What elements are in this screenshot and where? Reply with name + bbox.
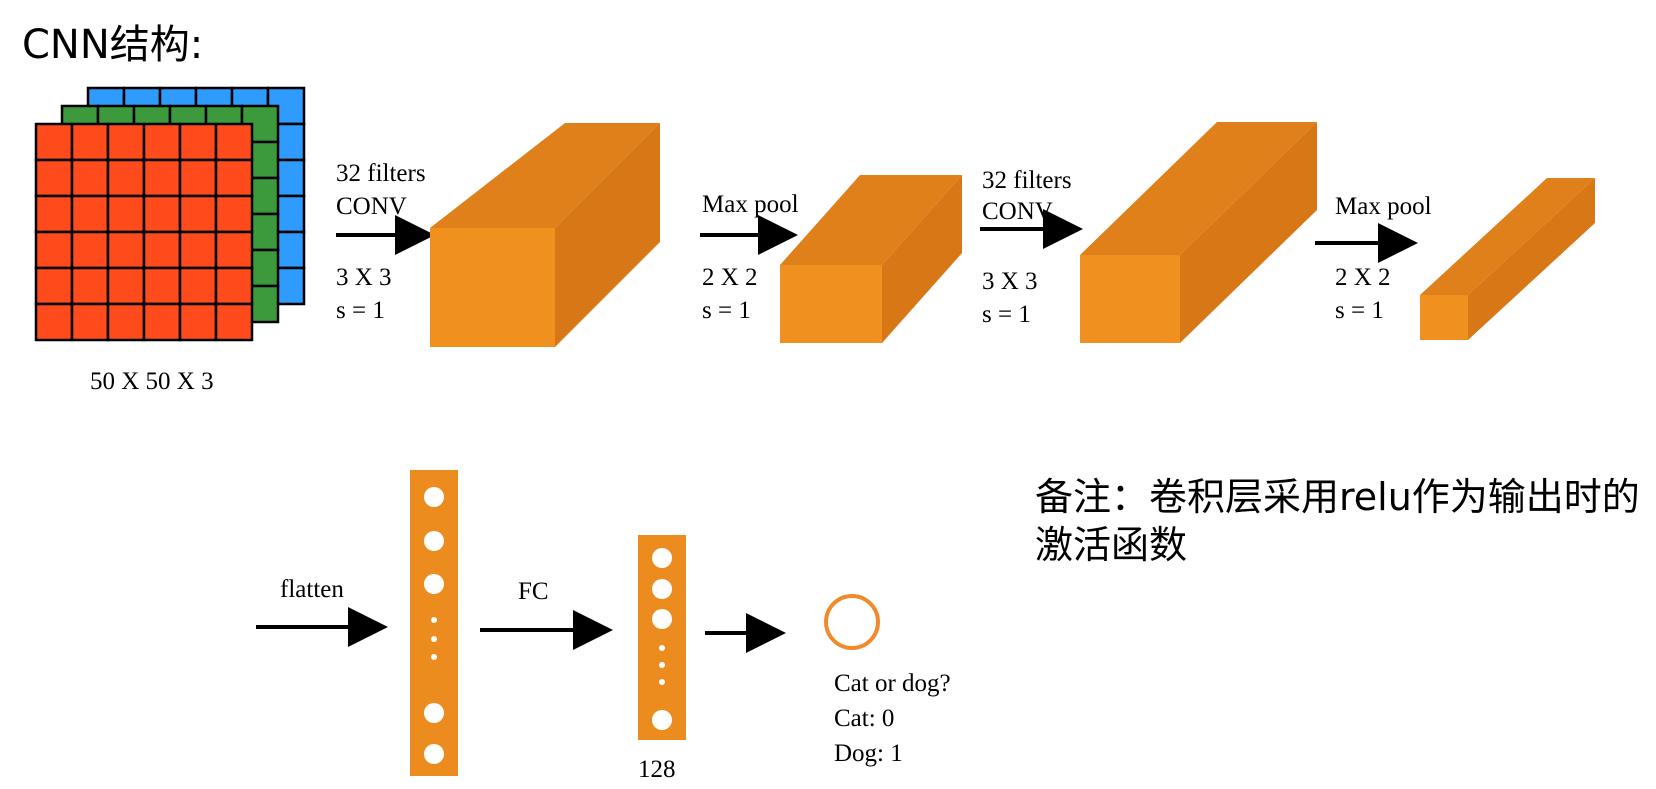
input-channel-red	[34, 122, 254, 342]
feature-map-conv1	[430, 123, 660, 347]
grid-cell	[178, 266, 218, 306]
feature-map-pool2	[1420, 178, 1595, 340]
conv2-kernel-label: 3 X 3	[982, 268, 1038, 295]
fc-label: FC	[518, 578, 549, 605]
grid-cell	[34, 266, 74, 306]
grid-cell	[178, 158, 218, 198]
ellipsis-dot	[659, 662, 665, 668]
pool1-op-label: Max pool	[702, 191, 799, 218]
input-size-label: 50 X 50 X 3	[90, 368, 214, 395]
pool2-op-label: Max pool	[1335, 193, 1432, 220]
grid-cell	[142, 194, 182, 234]
conv2-type-label: CONV	[982, 198, 1053, 225]
output-cat-label: Cat: 0	[834, 705, 895, 732]
grid-cell	[106, 158, 146, 198]
grid-cell	[142, 122, 182, 162]
neuron	[424, 744, 444, 764]
conv1-op-label: 32 filters	[336, 160, 426, 187]
grid-cell	[214, 158, 254, 198]
grid-cell	[34, 230, 74, 270]
grid-cell	[70, 122, 110, 162]
output-dog-label: Dog: 1	[834, 740, 903, 767]
grid-cell	[142, 266, 182, 306]
grid-cell	[214, 302, 254, 342]
feature-map-pool1	[780, 175, 962, 343]
neuron	[652, 579, 672, 599]
grid-cell	[214, 230, 254, 270]
pool2-kernel-label: 2 X 2	[1335, 264, 1391, 291]
output-node	[824, 594, 880, 650]
pool1-kernel-label: 2 X 2	[702, 264, 758, 291]
neuron	[424, 531, 444, 551]
page-title: CNN结构:	[22, 22, 204, 68]
neuron	[652, 609, 672, 629]
grid-cell	[34, 122, 74, 162]
grid-cell	[70, 194, 110, 234]
pool2-stride-label: s = 1	[1335, 297, 1384, 324]
pool1-stride-label: s = 1	[702, 297, 751, 324]
grid-cell	[142, 302, 182, 342]
conv1-kernel-label: 3 X 3	[336, 264, 392, 291]
grid-cell	[106, 194, 146, 234]
input-image	[34, 86, 306, 342]
neuron	[652, 548, 672, 568]
grid-cell	[178, 230, 218, 270]
ellipsis-dot	[659, 679, 665, 685]
ellipsis-dot	[431, 617, 437, 623]
grid-cell	[142, 230, 182, 270]
grid-cell	[34, 302, 74, 342]
grid-cell	[70, 158, 110, 198]
conv1-type-label: CONV	[336, 193, 407, 220]
neuron	[424, 574, 444, 594]
fc-layer-128	[638, 535, 686, 740]
flatten-vector	[410, 470, 458, 776]
ellipsis-dot	[659, 645, 665, 651]
flatten-label: flatten	[280, 576, 344, 603]
neuron	[652, 710, 672, 730]
grid-cell	[142, 158, 182, 198]
ellipsis-dot	[431, 636, 437, 642]
fc-size-label: 128	[638, 756, 676, 783]
conv2-stride-label: s = 1	[982, 301, 1031, 328]
neuron	[424, 487, 444, 507]
grid-cell	[70, 230, 110, 270]
grid-cell	[106, 302, 146, 342]
grid-cell	[34, 194, 74, 234]
grid-cell	[106, 230, 146, 270]
grid-cell	[178, 122, 218, 162]
grid-cell	[214, 122, 254, 162]
grid-cell	[178, 194, 218, 234]
grid-cell	[106, 122, 146, 162]
grid-cell	[70, 266, 110, 306]
conv2-op-label: 32 filters	[982, 167, 1072, 194]
grid-cell	[70, 302, 110, 342]
grid-cell	[34, 158, 74, 198]
grid-cell	[214, 194, 254, 234]
grid-cell	[178, 302, 218, 342]
conv1-stride-label: s = 1	[336, 297, 385, 324]
ellipsis-dot	[431, 654, 437, 660]
feature-map-conv2	[1080, 122, 1317, 343]
output-question-label: Cat or dog?	[834, 670, 951, 697]
neuron	[424, 703, 444, 723]
grid-cell	[106, 266, 146, 306]
note-text: 备注：卷积层采用relu作为输出时的激活函数	[1035, 475, 1640, 567]
grid-cell	[214, 266, 254, 306]
